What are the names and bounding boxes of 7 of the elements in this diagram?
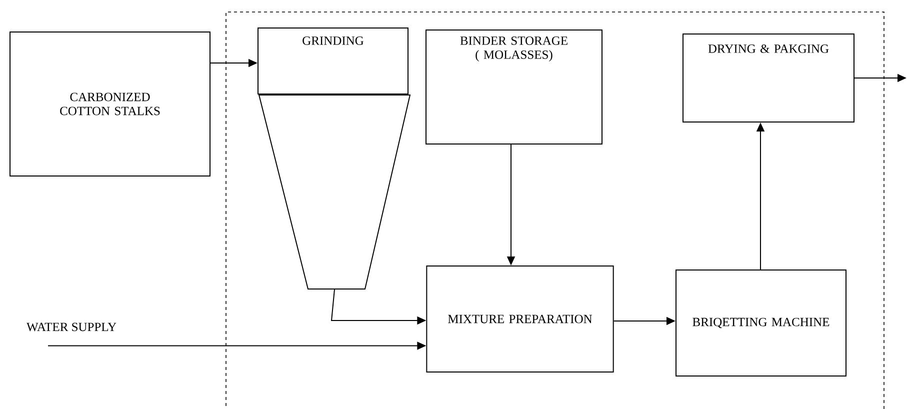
process-box: CARBONIZED COTTON STALKS	[10, 32, 210, 176]
process-box: BRIQETTING MACHINE	[676, 270, 846, 376]
process-box: MIXTURE PREPARATION	[426, 266, 614, 372]
input-label: WATER SUPPLY	[26, 322, 116, 332]
process-box: GRINDING	[258, 28, 408, 94]
process-box: BINDER STORAGE ( MOLASSES)	[426, 30, 602, 144]
process-box: DRYING & PAKGING	[682, 34, 854, 122]
